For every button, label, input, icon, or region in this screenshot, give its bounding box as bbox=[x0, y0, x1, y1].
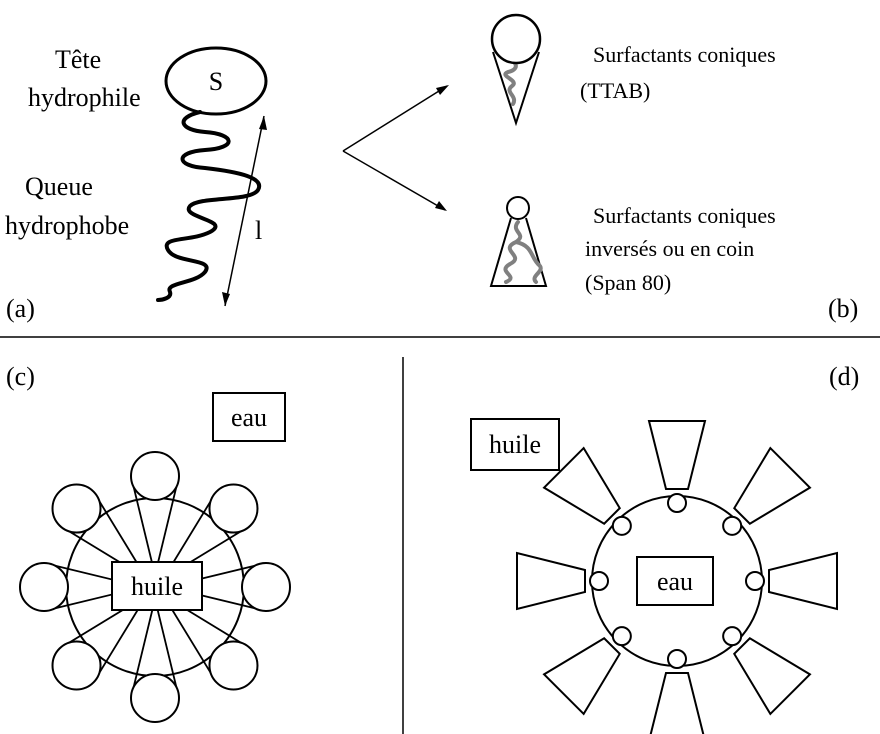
branch-arrow-up-head bbox=[436, 85, 449, 95]
panel-a: Tête hydrophile S Queue hydrophobe l (a) bbox=[5, 45, 268, 323]
reverse-micelle-surfactant-ring bbox=[516, 420, 838, 734]
inverted-surfactant bbox=[745, 551, 838, 611]
core-phase-box bbox=[111, 561, 203, 611]
panel-b: Surfactants coniques (TTAB) Surfactants … bbox=[342, 13, 858, 323]
length-arrow bbox=[224, 115, 265, 307]
inverted-surfactant bbox=[722, 626, 812, 716]
inverted-surfactant bbox=[516, 551, 609, 611]
panel-d: (d) huile eau bbox=[470, 362, 859, 734]
panel-b-tag: (b) bbox=[828, 294, 858, 323]
outer-phase-label: eau bbox=[231, 403, 267, 432]
hydrophobic-tail bbox=[156, 110, 262, 302]
conical-surfactant-icon bbox=[490, 13, 542, 127]
head-symbol: S bbox=[209, 67, 223, 96]
head-label-line2: hydrophile bbox=[28, 83, 141, 112]
core-phase-label: eau bbox=[657, 567, 693, 596]
length-arrow-head-top bbox=[259, 116, 267, 130]
inverted-label-line1: Surfactants coniques bbox=[593, 203, 776, 228]
inverted-surfactant bbox=[722, 446, 812, 536]
inverted-label-line3: (Span 80) bbox=[585, 270, 671, 295]
hydrophilic-head bbox=[164, 46, 268, 116]
outer-phase-box bbox=[212, 392, 286, 442]
inverted-surfactant bbox=[542, 626, 632, 716]
conical-label-line1: Surfactants coniques bbox=[593, 42, 776, 67]
head-label-line1: Tête bbox=[55, 45, 101, 74]
tail-label-line2: hydrophobe bbox=[5, 211, 129, 240]
direct-surfactant bbox=[162, 594, 259, 691]
length-arrow-head-bottom bbox=[222, 292, 230, 306]
length-symbol: l bbox=[255, 216, 262, 245]
panel-c: (c) eau huile bbox=[6, 362, 291, 723]
outer-phase-label: huile bbox=[489, 430, 541, 459]
core-phase-box bbox=[636, 556, 714, 606]
direct-surfactant bbox=[130, 451, 180, 576]
inverted-surfactant bbox=[542, 446, 632, 536]
branch-arrow-down bbox=[342, 150, 446, 211]
panel-c-tag: (c) bbox=[6, 362, 35, 391]
inverted-surfactant bbox=[649, 649, 705, 734]
direct-surfactant bbox=[162, 483, 259, 580]
direct-surfactant bbox=[19, 562, 144, 612]
conical-label-line2: (TTAB) bbox=[580, 78, 650, 103]
tail-label-line1: Queue bbox=[25, 172, 93, 201]
branch-arrow-up bbox=[342, 85, 448, 152]
outer-phase-box bbox=[470, 418, 560, 471]
branch-arrow-down-head bbox=[435, 201, 447, 211]
inverted-surfactant bbox=[647, 420, 707, 513]
inverted-label-line2: inversés ou en coin bbox=[585, 236, 754, 261]
inverted-conical-surfactant-icon bbox=[489, 196, 548, 287]
direct-surfactant bbox=[130, 598, 180, 723]
panel-d-tag: (d) bbox=[829, 362, 859, 391]
panel-a-tag: (a) bbox=[6, 294, 35, 323]
core-phase-label: huile bbox=[131, 572, 183, 601]
